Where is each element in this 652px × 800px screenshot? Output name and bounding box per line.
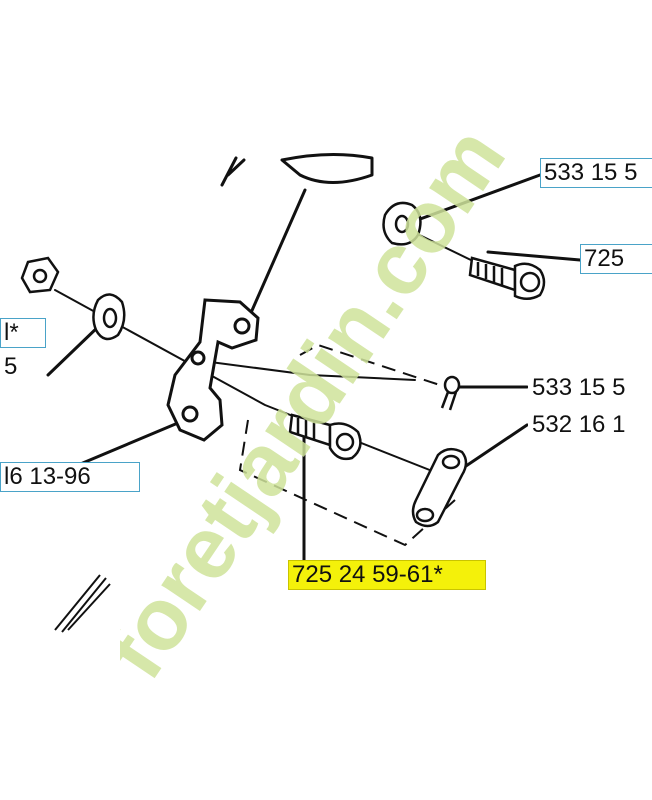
hatch-strip [54,574,111,633]
bolt-right [468,256,546,300]
bolt-middle [288,413,362,461]
label-highlighted[interactable]: 725 24 59-61* [288,560,486,590]
leader-left-lower [76,418,187,467]
split-pin [440,375,461,411]
nut-part [20,256,60,294]
washer-top [382,201,422,246]
label-left-top: l* [0,318,46,348]
label-left-mid: 5 [0,352,30,382]
leader-clevis [458,423,529,472]
axis-line-lower [194,359,416,381]
frame-outline [220,152,374,187]
bracket-part [166,298,260,442]
label-left-bottom: l6 13-96 [0,462,140,492]
axis-line-left [54,289,456,481]
label-right-clevis: 532 16 1 [528,410,652,440]
leader-left-upper [46,323,102,377]
leader-bracket-up [248,188,307,317]
clevis-pin [411,447,468,528]
label-right-pin: 533 15 5 [528,373,652,403]
leader-top-right [410,173,542,224]
washer-left [92,293,126,341]
label-top-right: 533 15 5 [540,158,652,188]
leader-right-bolt [486,250,582,262]
label-right-bolt: 725 [580,244,652,274]
